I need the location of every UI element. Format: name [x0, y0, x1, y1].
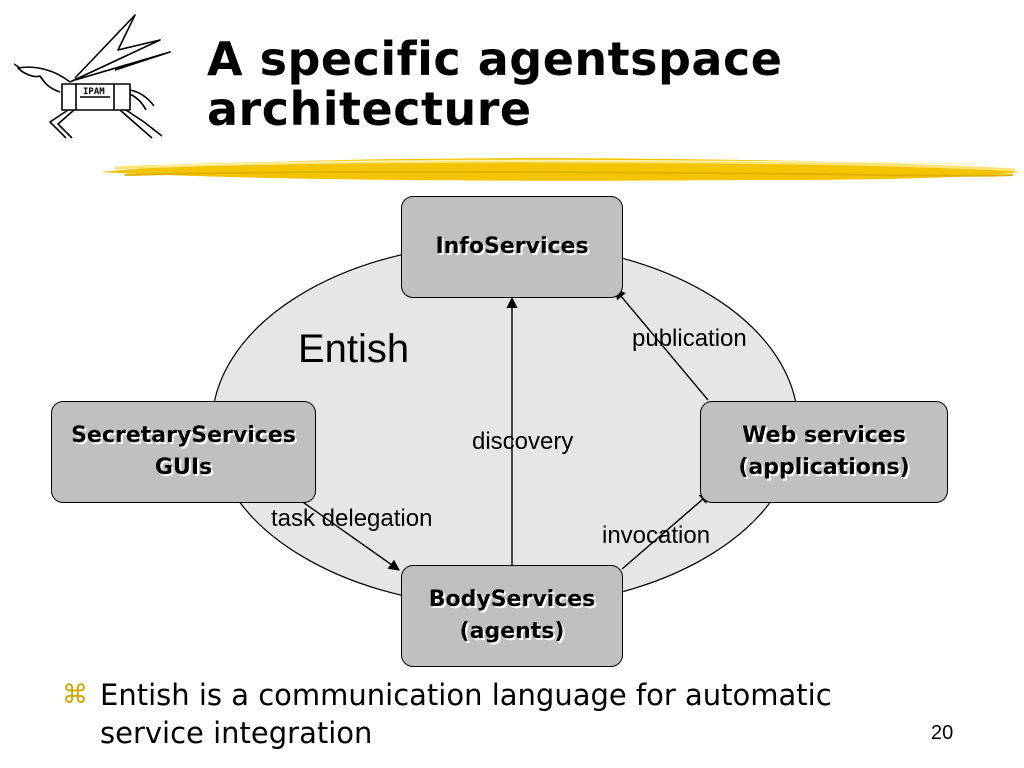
bullet-point: ⌘ Entish is a communication language for…: [62, 676, 900, 752]
discovery-label: discovery: [472, 428, 574, 455]
slide-title: A specific agentspace architecture: [207, 34, 847, 134]
bullet-text: Entish is a communication language for a…: [100, 678, 832, 750]
title-underline-brushstroke: [100, 158, 1020, 181]
task-delegation-arrow: [289, 492, 400, 571]
webservices-box: Web services (applications): [700, 401, 948, 503]
bodyservices-box: BodyServices (agents): [401, 565, 623, 667]
command-bullet-icon: ⌘: [62, 680, 88, 710]
page-number: 20: [931, 722, 954, 744]
task-delegation-label: task delegation: [271, 505, 433, 532]
publication-arrow: [614, 288, 709, 401]
invocation-arrow: [621, 492, 711, 570]
infoservices-label: InfoServices: [435, 234, 589, 259]
invocation-label: invocation: [602, 522, 711, 549]
infoservices-box: InfoServices: [401, 196, 623, 298]
secretaryservices-label: SecretaryServices GUIs: [71, 423, 296, 480]
logo-text: IPAM: [83, 87, 105, 97]
architecture-diagram: Entish InfoServices SecretaryServices GU…: [0, 185, 1024, 675]
publication-label: publication: [632, 325, 747, 352]
slide-title-text: A specific agentspace architecture: [207, 32, 783, 136]
entish-label: Entish: [298, 327, 410, 371]
webservices-label: Web services (applications): [738, 423, 910, 480]
bodyservices-label: BodyServices (agents): [428, 587, 596, 644]
secretaryservices-box: SecretaryServices GUIs: [51, 401, 316, 503]
ipam-logo: IPAM: [13, 14, 171, 139]
